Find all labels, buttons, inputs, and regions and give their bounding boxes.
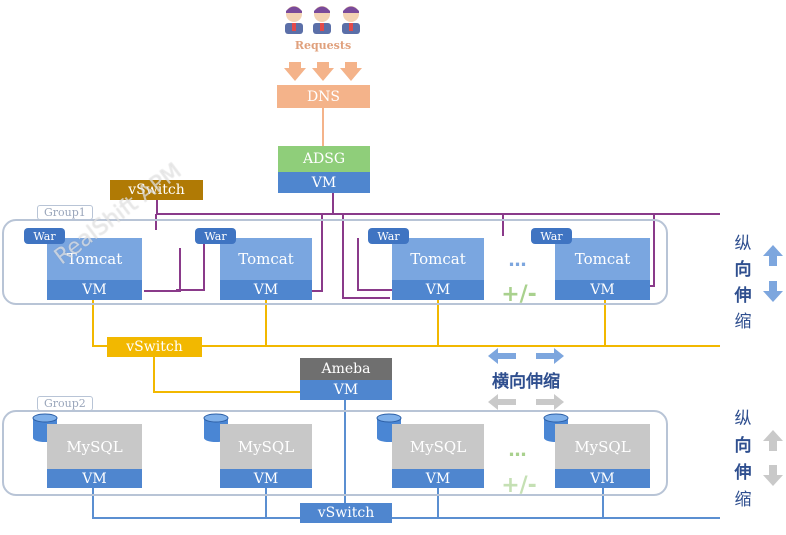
vertical-scaling-1-char-1: 纵 xyxy=(734,233,752,253)
mysql-node-1: MySQL xyxy=(47,424,142,469)
horizontal-scale-arrows xyxy=(488,348,564,410)
mysql-vm-4: VM xyxy=(555,469,650,488)
mysql-node-2: MySQL xyxy=(220,424,312,469)
vertical-scale-arrows-2 xyxy=(763,430,783,486)
person-icon xyxy=(342,6,360,34)
arrow-up-icon xyxy=(763,245,783,266)
arrow-left-icon xyxy=(488,348,516,364)
war-badge-4: War xyxy=(531,228,572,244)
arrow-up-icon xyxy=(763,430,783,451)
vswitch-mid: vSwitch xyxy=(107,337,202,357)
dns-box: DNS xyxy=(277,85,370,108)
vswitch-bottom: vSwitch xyxy=(300,503,392,523)
mysql-vm-1: VM xyxy=(47,469,142,488)
tomcat-node-2: Tomcat xyxy=(220,238,312,280)
group2-ellipsis: … xyxy=(508,440,528,460)
blue-network xyxy=(92,400,720,519)
vertical-scale-arrows-1 xyxy=(763,245,783,302)
tomcat-node-1: Tomcat xyxy=(47,238,142,280)
horizontal-scaling-label: 横向伸缩 xyxy=(492,371,560,392)
mysql-vm-3: VM xyxy=(392,469,484,488)
group1-scale-indicator: +/- xyxy=(501,281,537,307)
group2-scale-indicator: +/- xyxy=(501,472,537,498)
group1-ellipsis: … xyxy=(508,250,528,270)
war-badge-1: War xyxy=(24,228,65,244)
vswitch-top: vSwitch xyxy=(110,180,203,200)
vertical-scaling-2-char-3: 伸 xyxy=(734,462,752,482)
ameba-vm: VM xyxy=(300,380,392,400)
mysql-node-3: MySQL xyxy=(392,424,484,469)
request-arrow-2 xyxy=(312,62,334,81)
arrow-left-icon xyxy=(488,394,516,410)
request-arrow-3 xyxy=(340,62,362,81)
vertical-scaling-1-char-3: 伸 xyxy=(734,285,752,305)
requests-label: Requests xyxy=(294,38,352,52)
vertical-scaling-2-char-4: 缩 xyxy=(734,489,752,509)
group1-container xyxy=(2,219,668,305)
vertical-scaling-2-char-1: 纵 xyxy=(734,408,752,428)
mysql-node-4: MySQL xyxy=(555,424,650,469)
yellow-network xyxy=(92,300,720,393)
vertical-scaling-2-char-2: 向 xyxy=(734,435,752,455)
arrow-right-icon xyxy=(536,394,564,410)
tomcat-vm-3: VM xyxy=(392,280,484,300)
tomcat-vm-1: VM xyxy=(47,280,142,300)
person-icon xyxy=(313,6,331,34)
person-icon xyxy=(285,6,303,34)
tomcat-node-3: Tomcat xyxy=(392,238,484,280)
arrow-down-icon xyxy=(763,281,783,302)
request-arrows xyxy=(284,62,362,81)
group1-label: Group1 xyxy=(37,205,93,220)
group2-label: Group2 xyxy=(37,396,93,411)
arrow-right-icon xyxy=(536,348,564,364)
tomcat-vm-2: VM xyxy=(220,280,312,300)
ameba-box: Ameba xyxy=(300,358,392,380)
war-badge-3: War xyxy=(368,228,409,244)
request-arrow-1 xyxy=(284,62,306,81)
war-badge-2: War xyxy=(195,228,236,244)
tomcat-vm-4: VM xyxy=(555,280,650,300)
adsg-vm: VM xyxy=(278,172,370,193)
adsg-box: ADSG xyxy=(278,146,370,172)
database-icon xyxy=(203,413,229,442)
purple-network xyxy=(144,192,720,299)
vertical-scaling-1-char-2: 向 xyxy=(734,259,752,279)
group2-container xyxy=(2,410,668,496)
arrow-down-icon xyxy=(763,465,783,486)
vertical-scaling-1-char-4: 缩 xyxy=(734,311,752,331)
mysql-vm-2: VM xyxy=(220,469,312,488)
tomcat-node-4: Tomcat xyxy=(555,238,650,280)
